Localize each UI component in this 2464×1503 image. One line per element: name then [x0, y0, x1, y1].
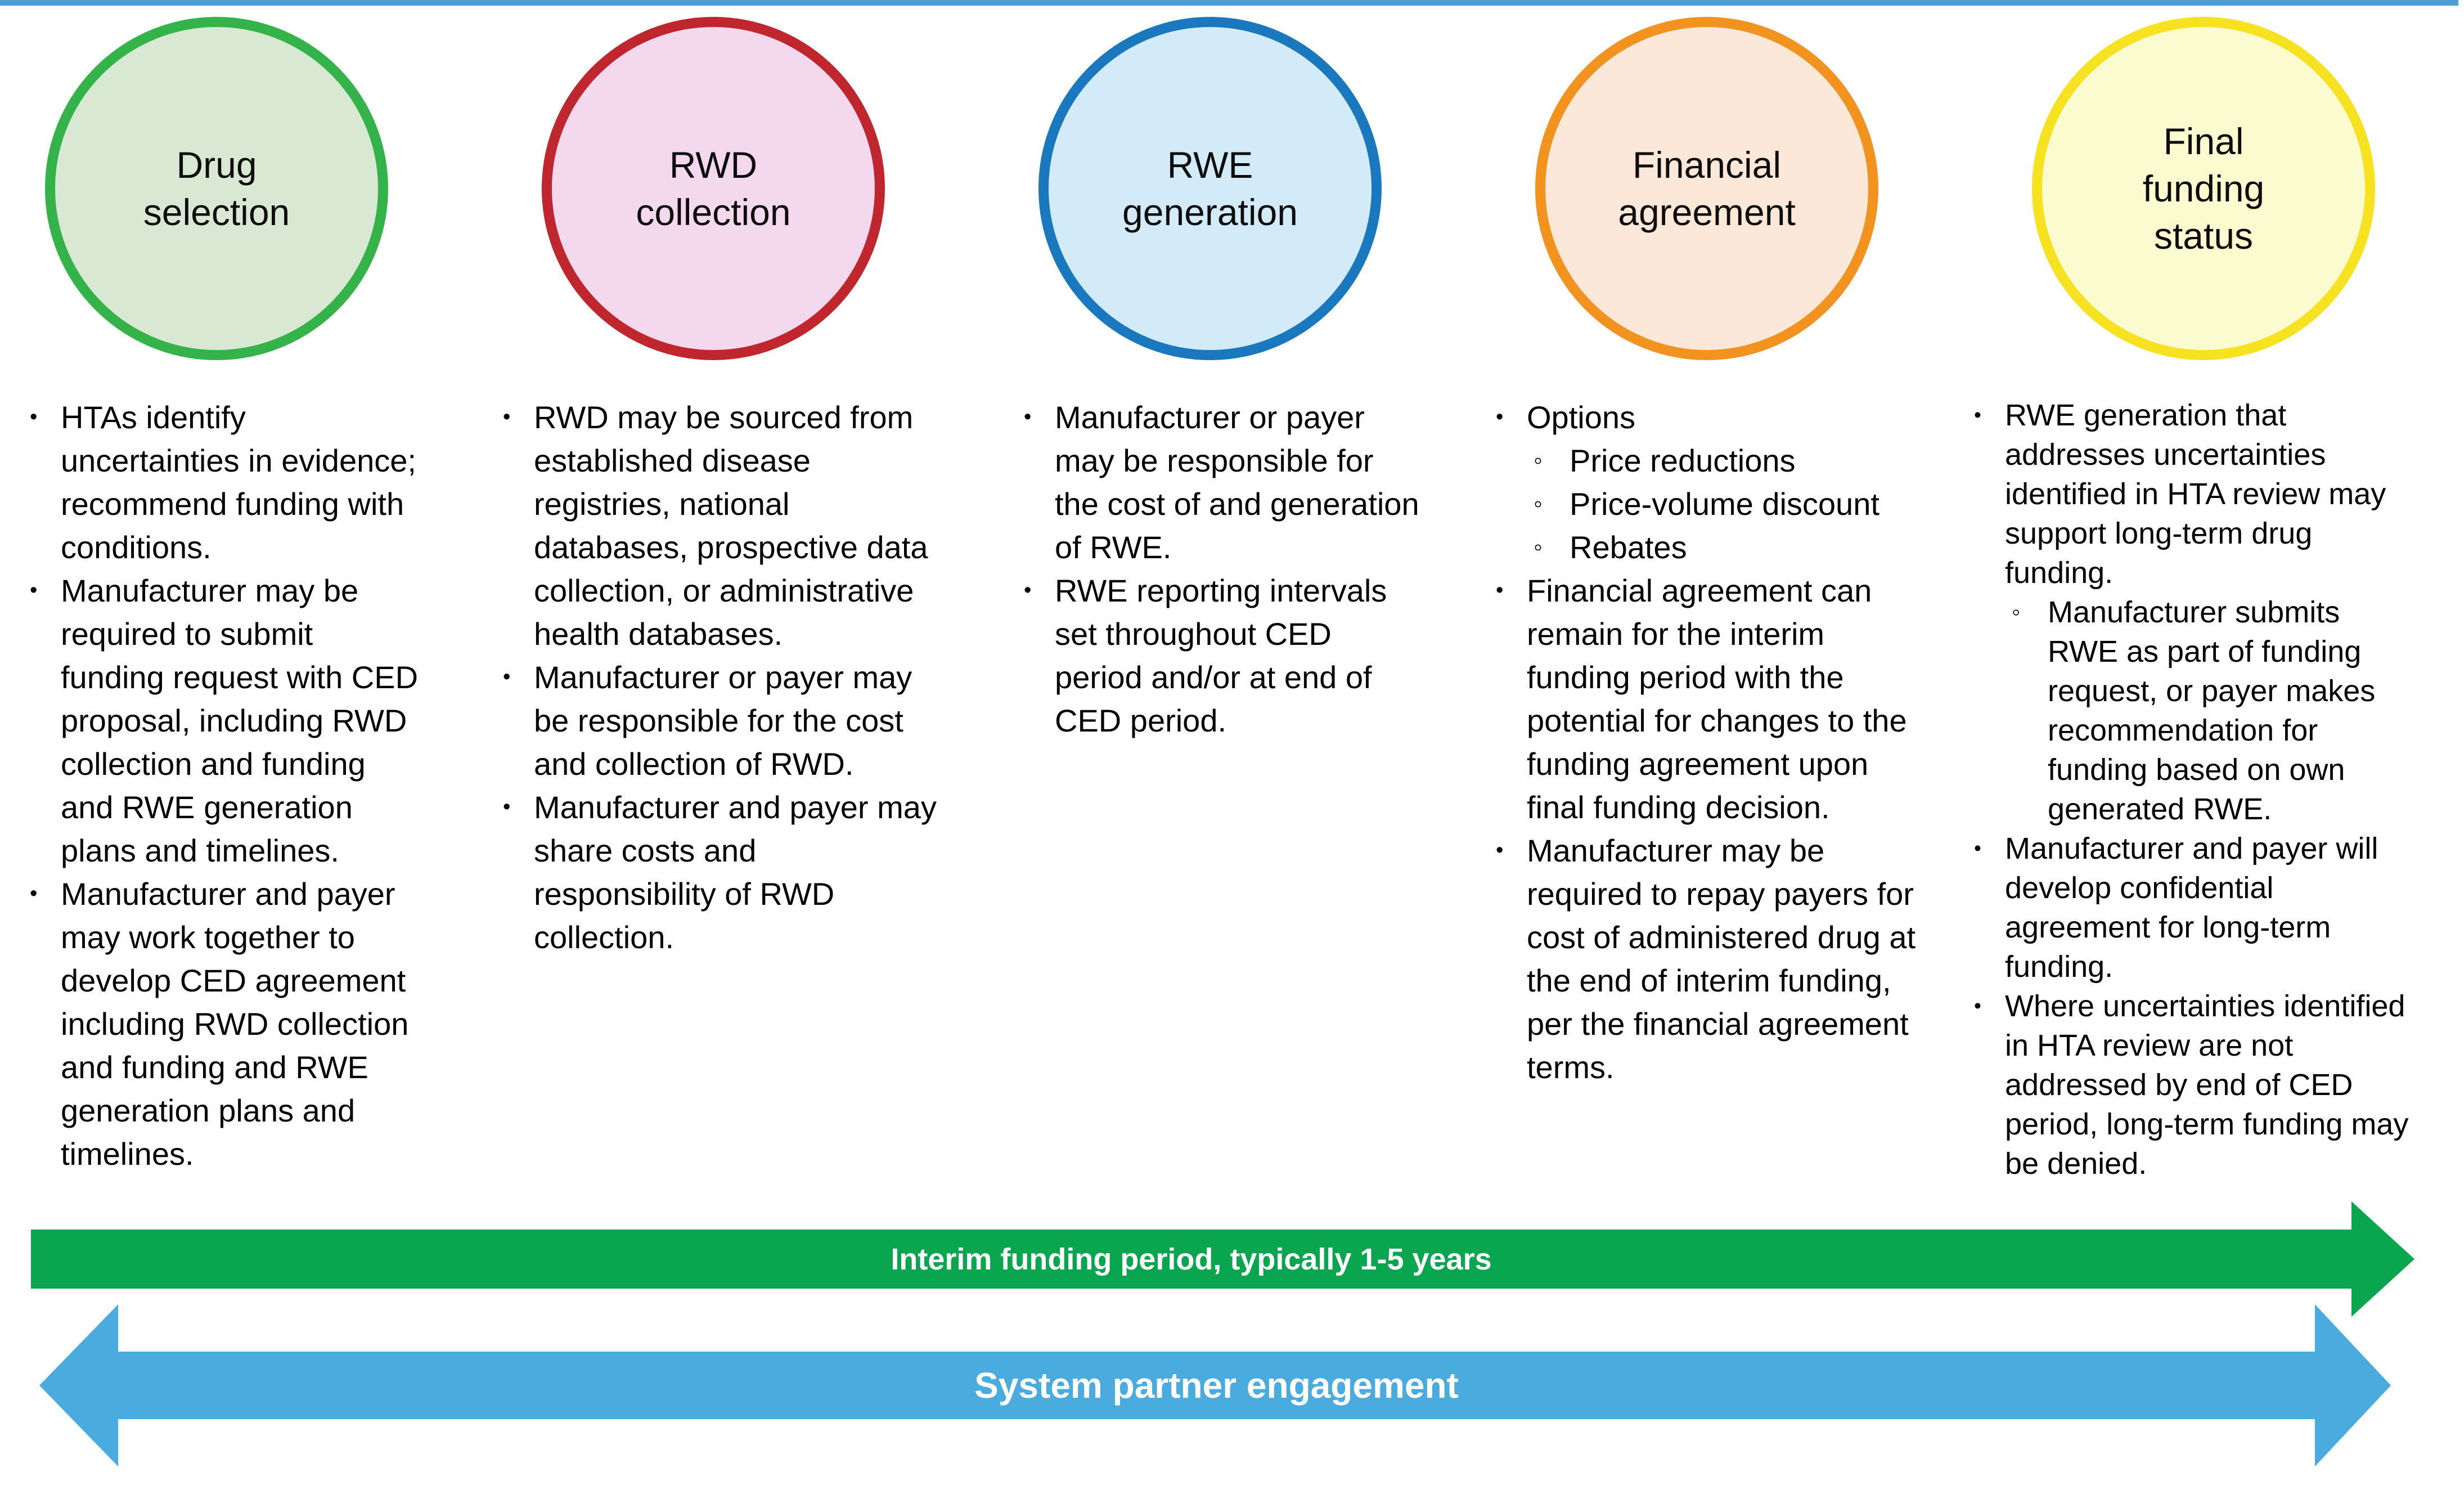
bullet-text: RWD may be sourced from established dise…	[534, 400, 928, 652]
system-engagement-arrow: System partner engagement	[39, 1304, 2391, 1466]
sub-bullet-list: Manufacturer submits RWE as part of fund…	[2005, 593, 2464, 829]
bullet-item: Where uncertainties identified in HTA re…	[1973, 986, 2464, 1183]
bullet-list: Options Price reductions Price-volume di…	[1495, 396, 1984, 1089]
sub-bullet-list: Price reductions Price-volume discount R…	[1527, 439, 1984, 569]
system-engagement-label: System partner engagement	[974, 1365, 1459, 1406]
arrow-head-right-icon	[2315, 1304, 2391, 1466]
bullet-text: Manufacturer or payer may be responsible…	[1055, 400, 1419, 565]
stage-title: RWE generation	[1122, 144, 1298, 233]
bullet-text: Manufacturer and payer may work together…	[61, 876, 409, 1172]
stage-notes-financial-agreement: Options Price reductions Price-volume di…	[1495, 396, 1984, 1089]
stage-circle-rwe-generation: RWE generation	[1038, 17, 1382, 360]
stage-title: Drug selection	[143, 144, 290, 233]
stage-notes-rwd-collection: RWD may be sourced from established dise…	[502, 396, 986, 959]
bullet-text: RWE reporting intervals set throughout C…	[1055, 573, 1387, 738]
stage-title: RWD collection	[636, 144, 791, 233]
interim-funding-arrow: Interim funding period, typically 1-5 ye…	[31, 1201, 2414, 1317]
stage-circle-rwd-collection: RWD collection	[542, 17, 885, 360]
stage-circle-financial-agreement: Financial agreement	[1535, 17, 1878, 360]
bullet-text: Financial agreement can remain for the i…	[1527, 573, 1907, 825]
sub-bullet-text: Rebates	[1570, 530, 1687, 565]
stage-circle-drug-selection: Drug selection	[45, 17, 388, 360]
bullet-text: HTAs identify uncertainties in evidence;…	[61, 400, 416, 565]
bullet-item: Manufacturer and payer will develop conf…	[1973, 829, 2464, 986]
bullet-list: HTAs identify uncertainties in evidence;…	[29, 396, 496, 1176]
bullet-item: Manufacturer and payer may work together…	[29, 872, 496, 1176]
bullet-text: Options	[1527, 400, 1635, 435]
sub-bullet-item: Manufacturer submits RWE as part of fund…	[2012, 593, 2464, 829]
bullet-item: Financial agreement can remain for the i…	[1495, 569, 1984, 829]
arrow-head-right-icon	[2351, 1201, 2414, 1317]
bullet-item: Manufacturer may be required to submit f…	[29, 569, 496, 872]
stage-notes-final-funding-status: RWE generation that addresses uncertaint…	[1973, 396, 2464, 1183]
bullet-item: RWE reporting intervals set throughout C…	[1023, 569, 1495, 742]
bullet-item: Manufacturer and payer may share costs a…	[502, 786, 986, 959]
interim-funding-label: Interim funding period, typically 1-5 ye…	[891, 1242, 1492, 1276]
bullet-item: RWE generation that addresses uncertaint…	[1973, 396, 2464, 829]
stage-notes-drug-selection: HTAs identify uncertainties in evidence;…	[29, 396, 496, 1176]
bullet-item: Manufacturer may be required to repay pa…	[1495, 829, 1984, 1089]
bullet-item: Manufacturer or payer may be responsible…	[502, 656, 986, 786]
bullet-item: RWD may be sourced from established dise…	[502, 396, 986, 656]
sub-bullet-text: Manufacturer submits RWE as part of fund…	[2048, 595, 2376, 826]
sub-bullet-item: Price-volume discount	[1534, 482, 1984, 526]
bullet-text: Manufacturer and payer will develop conf…	[2005, 832, 2378, 984]
arrow-head-left-icon	[39, 1304, 118, 1466]
bullet-item: Manufacturer or payer may be responsible…	[1023, 396, 1495, 569]
bullet-list: RWD may be sourced from established dise…	[502, 396, 986, 959]
bullet-text: Manufacturer and payer may share costs a…	[534, 789, 937, 955]
arrow-body: System partner engagement	[118, 1352, 2315, 1419]
bullet-text: Where uncertainties identified in HTA re…	[2005, 989, 2409, 1181]
stage-title: Final funding status	[2142, 120, 2265, 257]
bullet-list: Manufacturer or payer may be responsible…	[1023, 396, 1495, 742]
sub-bullet-item: Rebates	[1534, 526, 1984, 569]
bullet-text: Manufacturer may be required to repay pa…	[1527, 833, 1916, 1085]
arrow-body: Interim funding period, typically 1-5 ye…	[31, 1230, 2351, 1289]
bullet-text: Manufacturer or payer may be responsible…	[534, 659, 912, 782]
bullet-item: Options Price reductions Price-volume di…	[1495, 396, 1984, 569]
bullet-text: Manufacturer may be required to submit f…	[61, 573, 419, 868]
stage-notes-rwe-generation: Manufacturer or payer may be responsible…	[1023, 396, 1495, 742]
bullet-list: RWE generation that addresses uncertaint…	[1973, 396, 2464, 1183]
stage-title: Financial agreement	[1618, 144, 1796, 233]
stage-circle-final-funding-status: Final funding status	[2032, 17, 2375, 360]
bullet-item: HTAs identify uncertainties in evidence;…	[29, 396, 496, 569]
sub-bullet-text: Price-volume discount	[1570, 486, 1880, 522]
sub-bullet-item: Price reductions	[1534, 439, 1984, 482]
bullet-text: RWE generation that addresses uncertaint…	[2005, 398, 2386, 590]
timeline-connector	[0, 0, 2458, 6]
sub-bullet-text: Price reductions	[1570, 443, 1796, 478]
